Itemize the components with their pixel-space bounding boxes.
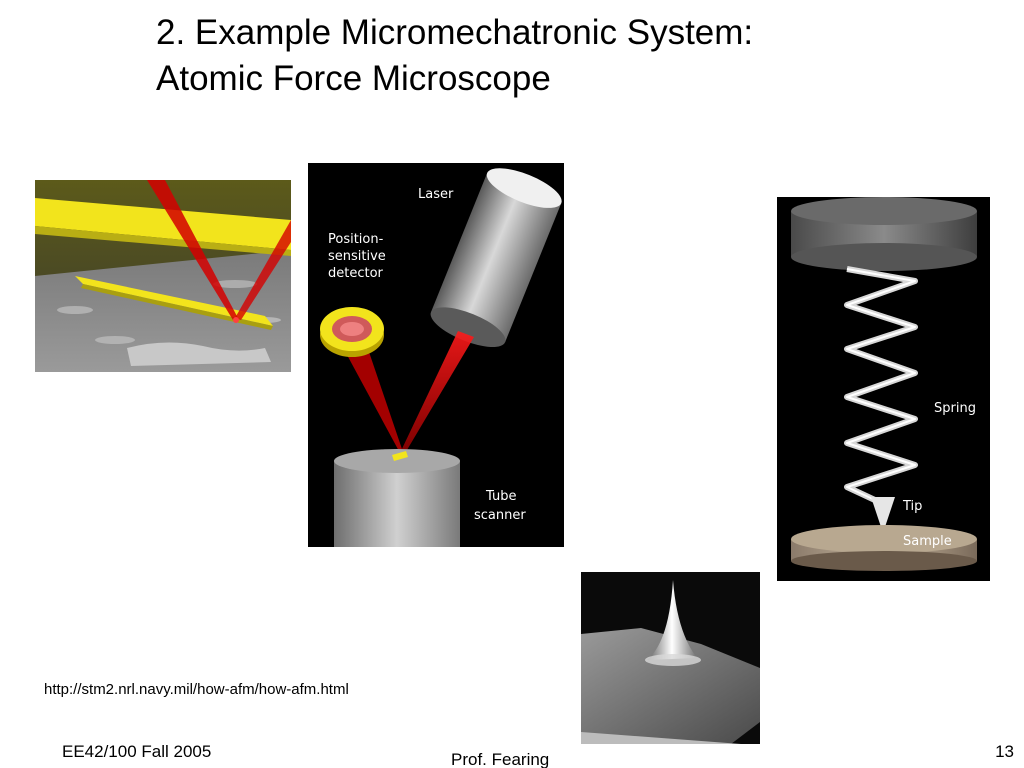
cantilever-render-image (35, 180, 291, 372)
page-number: 13 (995, 742, 1014, 761)
scanner-label-line-2: scanner (474, 508, 526, 523)
detector-label-line-1: Position- (328, 232, 384, 247)
sample-label: Sample (903, 534, 952, 549)
afm-schematic-image: Laser Position- sensitive detector Tube … (308, 163, 564, 547)
slide-title: 2. Example Micromechatronic System: Atom… (156, 10, 956, 102)
footer-course: EE42/100 Fall 2005 (62, 742, 212, 761)
scanner-label-line-1: Tube (485, 489, 516, 504)
detector-label-line-3: detector (328, 266, 384, 281)
title-line-2: Atomic Force Microscope (156, 59, 551, 98)
spring-analogy-image: Spring Tip Sample (777, 197, 990, 581)
source-url-link[interactable]: http://stm2.nrl.navy.mil/how-afm/how-afm… (44, 681, 349, 698)
title-line-1: 2. Example Micromechatronic System: (156, 13, 754, 52)
tip-label: Tip (902, 499, 922, 514)
laser-label: Laser (418, 187, 454, 202)
afm-tip-sem-image (581, 572, 760, 744)
detector-label-line-2: sensitive (328, 249, 386, 264)
spring-label: Spring (934, 401, 976, 416)
footer-author: Prof. Fearing (451, 750, 550, 768)
